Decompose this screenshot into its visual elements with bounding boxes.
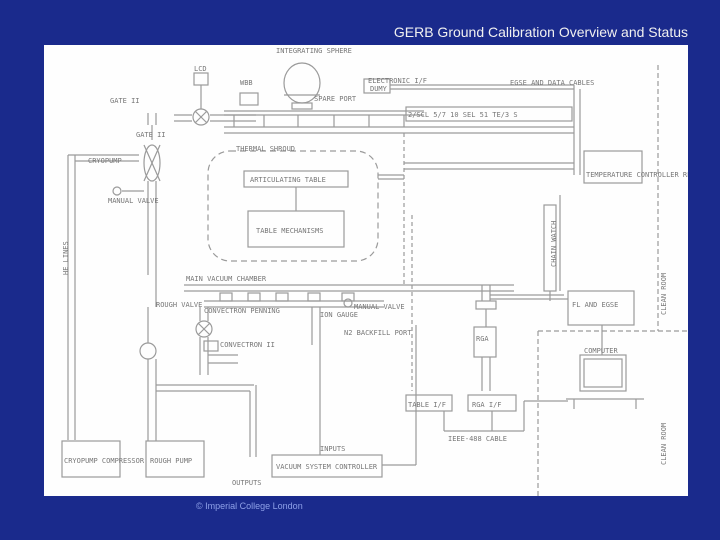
table-if-box	[405, 394, 453, 412]
pipe	[194, 110, 208, 124]
table-mechanisms-label: TABLE MECHANISMS	[256, 227, 323, 235]
rga-label: RGA	[476, 335, 489, 343]
gauge-flange	[275, 292, 289, 302]
vacuum-controller-box	[271, 454, 383, 478]
rough-valve-label: ROUGH VALVE	[156, 301, 202, 309]
egse-cables-label: EGSE AND DATA CABLES	[510, 79, 594, 87]
fl-and-egse-box	[567, 290, 635, 326]
wbb-label: WBB	[240, 79, 253, 87]
manual-valve-right-label: MANUAL VALVE	[354, 303, 405, 311]
rough-valve-symbol	[195, 320, 213, 338]
sphere-stand	[291, 102, 313, 110]
convectron-label: CONVECTRON II	[220, 341, 275, 349]
penning-convectron-label: CONVECTRON PENNING	[204, 307, 280, 315]
rga-if-label: RGA I/F	[472, 401, 502, 409]
manual-valve-symbol	[112, 186, 122, 196]
articulating-table-label: ARTICULATING TABLE	[250, 176, 326, 184]
valve-symbol	[139, 342, 157, 360]
clean-room-lower-label: CLEAN ROOM	[660, 423, 668, 465]
compressor-label: CRYOPUMP COMPRESSOR	[64, 457, 145, 465]
outputs-label: OUTPUTS	[232, 479, 262, 487]
cryopump-label: CRYOPUMP	[88, 157, 122, 165]
gauge-flange	[307, 292, 321, 302]
ieee-cable-label: IEEE-488 CABLE	[448, 435, 507, 443]
roughing-pump-box	[145, 440, 205, 478]
vacuum-system-schematic: INTEGRATING SPHERE LCD WBB EGSE AND DATA…	[61, 47, 688, 496]
slide-title: GERB Ground Calibration Overview and Sta…	[393, 24, 688, 40]
fl-and-egse-label: FL AND EGSE	[572, 301, 618, 309]
thermal-shroud-label: THERMAL SHROUD	[236, 145, 295, 153]
computer-screen	[583, 358, 623, 388]
computer-label: COMPUTER	[584, 347, 619, 355]
wbb-box	[239, 92, 259, 106]
gauge-flange	[247, 292, 261, 302]
dumy-label: DUMY	[370, 85, 388, 93]
manual-valve-symbol	[343, 298, 353, 308]
vacuum-controller-label: VACUUM SYSTEM CONTROLLER	[276, 463, 378, 471]
spare-port-label: SPARE PORT	[314, 95, 357, 103]
temperature-controller-label: TEMPERATURE CONTROLLER RECIRCULATOR	[586, 171, 688, 179]
chain-watch-label: CHAIN WATCH	[550, 221, 558, 267]
gauge-flange	[341, 292, 355, 302]
rga-flange	[475, 300, 497, 310]
clean-room-right-label: CLEAN ROOM	[660, 273, 668, 315]
table-mechanisms-box	[247, 210, 345, 248]
helium-lines-label: HE LINES	[62, 241, 70, 275]
integrating-sphere-label: INTEGRATING SPHERE	[276, 47, 352, 55]
copyright-notice: © Imperial College London	[196, 501, 303, 511]
convectron-box	[203, 340, 219, 352]
gate-valve-label: GATE II	[136, 131, 166, 139]
gauge-flange	[219, 292, 233, 302]
compressor-box	[61, 440, 121, 478]
rga-box	[473, 326, 497, 358]
inputs-label: INPUTS	[320, 445, 345, 453]
ion-gauge-label: ION GAUGE	[320, 311, 358, 319]
main-vacuum-chamber-label: MAIN VACUUM CHAMBER	[186, 275, 267, 283]
spare-ports-bank	[405, 106, 573, 122]
spare-ports-bank-label: 2/SCL 5/7 10 SEL 51 TE/3 S	[408, 111, 518, 119]
lcd-label: LCD	[194, 65, 207, 73]
lcd-box	[193, 72, 209, 86]
roughing-pump-label: ROUGH PUMP	[150, 457, 192, 465]
pipe	[143, 144, 161, 182]
temperature-controller-box	[583, 150, 643, 184]
manual-valve-left-label: MANUAL VALVE	[108, 197, 159, 205]
cryopump-symbol	[143, 144, 161, 182]
electronic-if-box	[363, 78, 391, 94]
thermal-shroud	[207, 150, 379, 262]
computer-monitor	[579, 354, 627, 392]
schematic-panel: INTEGRATING SPHERE LCD WBB EGSE AND DATA…	[44, 45, 688, 496]
gate-valve-top-label: GATE II	[110, 97, 140, 105]
pipe	[197, 322, 211, 336]
n2-backfill-port-label: N2 BACKFILL PORT	[344, 329, 412, 337]
electronic-if-label: ELECTRONIC I/F	[368, 77, 427, 85]
table-if-label: TABLE I/F	[408, 401, 446, 409]
